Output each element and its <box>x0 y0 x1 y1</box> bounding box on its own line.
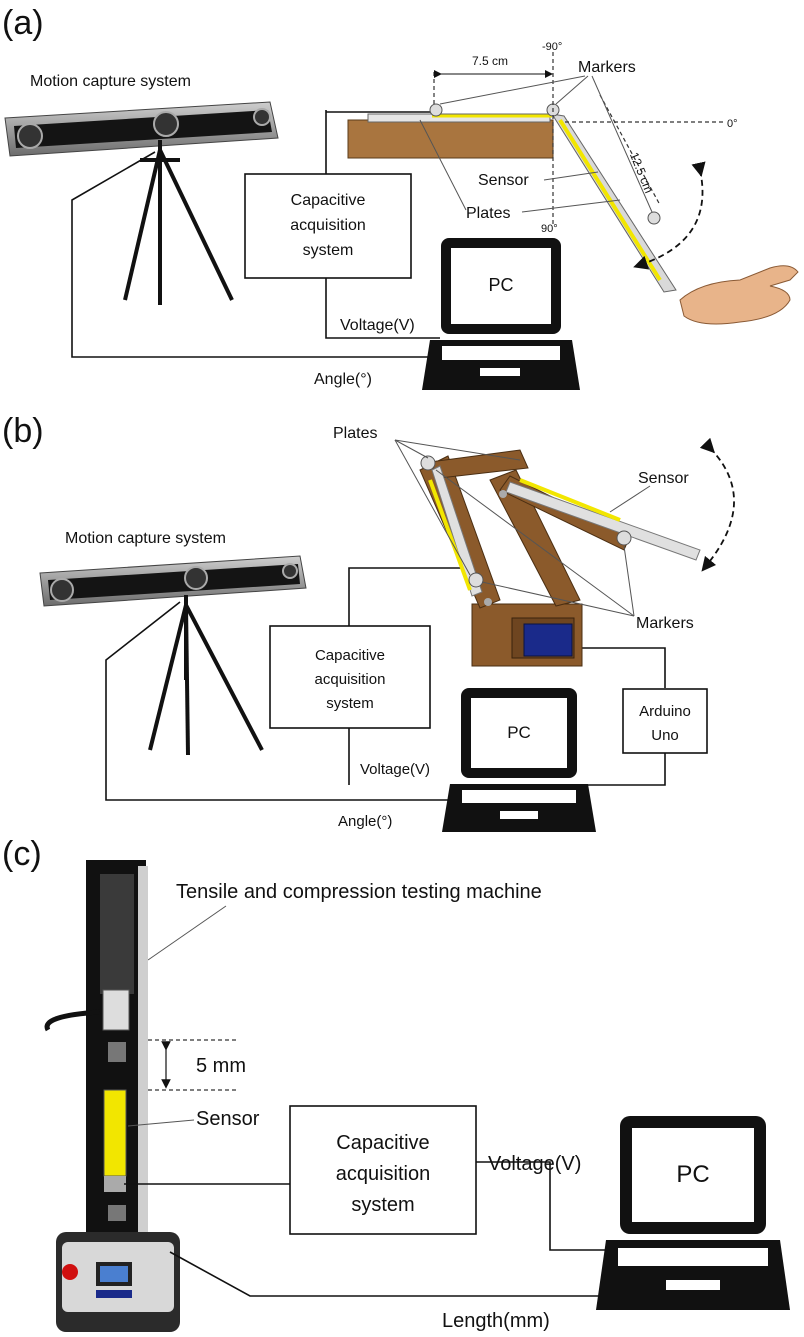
motion-capture-label-a: Motion capture system <box>30 73 191 90</box>
plates-label-b: Plates <box>333 425 377 442</box>
displacement-label-c: 5 mm <box>196 1055 246 1077</box>
panel-b-label: (b) <box>2 412 44 450</box>
panel-c: (c) Tensile and compression testing mach… <box>2 835 790 1332</box>
tripod-b <box>148 595 264 756</box>
voltage-label-a: Voltage(V) <box>340 317 415 334</box>
sensor-strip-c <box>103 1089 127 1177</box>
flat-plate-a <box>367 113 551 123</box>
markers-label-b: Markers <box>636 615 694 632</box>
capacitive-label-b-1: Capacitive <box>315 647 385 664</box>
marker-a-1 <box>429 103 443 117</box>
testing-machine-c <box>44 860 180 1332</box>
arduino-label-1: Arduino <box>639 703 691 720</box>
robot-arm-b <box>419 449 701 667</box>
sensor-strip-a <box>558 118 662 282</box>
sensor-label-a: Sensor <box>478 172 529 189</box>
capacitive-acquisition-box-a <box>244 173 412 279</box>
motion-capture-camera-b <box>39 555 307 607</box>
pc-laptop-a <box>422 238 580 390</box>
pc-label-b: PC <box>507 723 531 742</box>
emergency-button-c <box>62 1264 78 1280</box>
markers-label-a: Markers <box>578 59 636 76</box>
servo-screen-b <box>523 623 573 657</box>
capacitive-label-b-3: system <box>326 695 374 712</box>
plates-label-a: Plates <box>466 205 510 222</box>
capacitive-label-a-3: system <box>303 242 354 259</box>
panel-a: (a) Motion capture system Capacitive acq… <box>2 4 799 390</box>
marker-b-2 <box>468 572 484 588</box>
capacitive-label-c-1: Capacitive <box>336 1132 429 1154</box>
arduino-uno-box <box>622 688 708 754</box>
arduino-label-2: Uno <box>651 727 679 744</box>
angle-neg90-a: -90° <box>542 41 562 53</box>
machine-label-c: Tensile and compression testing machine <box>176 881 542 903</box>
motion-capture-label-b: Motion capture system <box>65 530 226 547</box>
pc-label-c: PC <box>676 1161 709 1188</box>
panel-b: (b) Plates Sensor Motion capture system … <box>2 412 735 832</box>
wooden-base-a <box>347 119 554 159</box>
tripod-a <box>123 140 234 305</box>
pc-laptop-c <box>596 1116 790 1310</box>
sensor-label-b: Sensor <box>638 470 689 487</box>
capacitive-label-a-2: acquisition <box>290 217 366 234</box>
hand-icon-a <box>679 265 799 325</box>
capacitive-acquisition-box-c <box>289 1105 477 1235</box>
angle-label-b: Angle(°) <box>338 813 392 830</box>
angle-90-a: 90° <box>541 223 558 235</box>
marker-a-3 <box>647 211 661 225</box>
rotation-arrow-b <box>699 437 735 572</box>
pc-laptop-b <box>442 688 596 832</box>
dim-horizontal-a: 7.5 cm <box>472 54 508 68</box>
rotation-arrow-a <box>633 161 706 270</box>
capacitive-acquisition-box-b <box>269 625 431 729</box>
voltage-label-b: Voltage(V) <box>360 761 430 778</box>
sensor-label-c: Sensor <box>196 1108 260 1130</box>
marker-b-3 <box>616 530 632 546</box>
motion-capture-camera-a <box>4 101 279 157</box>
capacitive-label-c-3: system <box>351 1194 414 1216</box>
voltage-label-c: Voltage(V) <box>488 1153 581 1175</box>
panel-c-label: (c) <box>2 835 42 873</box>
panel-a-label: (a) <box>2 4 44 42</box>
pc-label-a: PC <box>488 275 513 295</box>
angle-label-a: Angle(°) <box>314 371 372 388</box>
marker-b-1 <box>420 455 436 471</box>
capacitive-label-b-2: acquisition <box>315 671 386 688</box>
capacitive-label-a-1: Capacitive <box>291 192 366 209</box>
length-label-c: Length(mm) <box>442 1310 550 1332</box>
angle-0-a: 0° <box>727 118 738 130</box>
capacitive-label-c-2: acquisition <box>336 1163 431 1185</box>
